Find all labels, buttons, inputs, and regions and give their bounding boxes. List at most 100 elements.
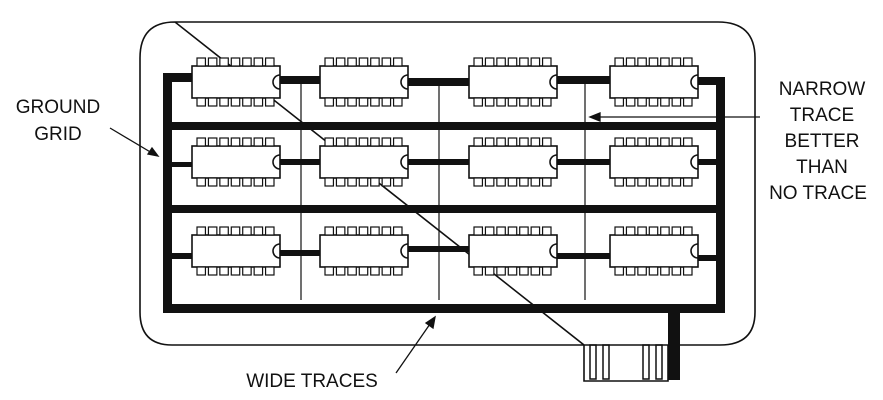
ic-pin (530, 177, 541, 187)
ic-pin (358, 57, 369, 67)
ic-pin (207, 137, 218, 147)
ic-pin (196, 226, 207, 236)
ic-pin (370, 266, 380, 276)
wide-traces-arrow (395, 323, 431, 374)
ic-pin (507, 226, 518, 236)
ic-chip (609, 137, 699, 187)
edge-connector (589, 344, 663, 380)
ic-pin (484, 97, 495, 107)
ground-grid-label: GROUND GRID (16, 97, 100, 145)
ic-pin (207, 57, 218, 67)
ic-pin (660, 57, 670, 67)
ic-pin (530, 57, 541, 67)
ic-pin (324, 226, 335, 236)
ic-pin (324, 177, 335, 187)
ic-pin (219, 97, 229, 107)
ic-chip (468, 137, 558, 187)
ic-pin (671, 177, 682, 187)
ic-pin (392, 226, 403, 236)
ic-pin (358, 97, 369, 107)
ic-pin (370, 57, 380, 67)
ic-pin (625, 57, 636, 67)
ic-pin (392, 97, 403, 107)
ic-pin (347, 57, 357, 67)
ic-notch (400, 154, 409, 170)
ic-pin (648, 137, 659, 147)
narrow-trace-label-line-2: TRACE (790, 105, 854, 126)
ic-pin (335, 97, 346, 107)
ic-pin (392, 266, 403, 276)
ic-pin (196, 57, 207, 67)
ic-pin (473, 226, 484, 236)
ic-pin (519, 177, 529, 187)
ic-pin (207, 226, 218, 236)
ic-pin (242, 177, 252, 187)
ic-pin (324, 97, 335, 107)
ic-pin (230, 266, 241, 276)
ic-pin (507, 97, 518, 107)
ic-pin (381, 177, 392, 187)
wide-ground-traces (163, 73, 725, 380)
ic-pin (614, 266, 625, 276)
ic-pin (196, 177, 207, 187)
ic-chip (468, 226, 558, 276)
narrow-trace-label: NARROW TRACE BETTER THAN NO TRACE (769, 79, 867, 204)
ic-pin (335, 137, 346, 147)
ic-pin (541, 177, 552, 187)
callout-arrows (109, 112, 760, 374)
ic-pin (484, 137, 495, 147)
ground-grid-arrow (109, 127, 153, 154)
ic-pin (660, 177, 670, 187)
ic-pin (519, 57, 529, 67)
ic-pin (682, 137, 693, 147)
ic-pin (242, 57, 252, 67)
ic-pin (196, 137, 207, 147)
ic-pin (242, 137, 252, 147)
ic-pin (196, 266, 207, 276)
ic-pin (682, 266, 693, 276)
ic-pin (264, 97, 275, 107)
ic-pin (541, 226, 552, 236)
ic-chip (191, 226, 281, 276)
ic-pin (196, 97, 207, 107)
narrow-trace-label-line-4: THAN (796, 157, 848, 178)
ic-chip (609, 226, 699, 276)
ic-pin (473, 97, 484, 107)
ic-pin (370, 177, 380, 187)
narrow-trace-arrowhead (588, 112, 601, 122)
ic-pin (473, 137, 484, 147)
ic-pin (242, 97, 252, 107)
ic-pin (264, 177, 275, 187)
ic-pin (230, 137, 241, 147)
ic-pin (614, 57, 625, 67)
ic-notch (272, 243, 281, 259)
ic-pin (671, 266, 682, 276)
ic-pin (614, 97, 625, 107)
ic-pin (335, 177, 346, 187)
ic-pin (230, 57, 241, 67)
ic-pin (484, 266, 495, 276)
ic-pin (358, 266, 369, 276)
ic-pin (253, 137, 264, 147)
ic-pin (530, 226, 541, 236)
ic-pin (541, 266, 552, 276)
ic-pin (219, 266, 229, 276)
ic-pin (637, 226, 647, 236)
ic-pin (219, 177, 229, 187)
ic-notch (549, 243, 558, 259)
ic-pin (496, 226, 506, 236)
ic-pin (682, 57, 693, 67)
ic-pin (242, 266, 252, 276)
ic-pin (230, 177, 241, 187)
ic-pin (484, 226, 495, 236)
ic-pin (637, 177, 647, 187)
ic-pin (392, 137, 403, 147)
ic-pin (625, 226, 636, 236)
ic-pin (335, 266, 346, 276)
ic-chip (609, 57, 699, 107)
ic-pin (335, 226, 346, 236)
ic-pin (614, 226, 625, 236)
ic-pin (541, 57, 552, 67)
ic-pin (496, 177, 506, 187)
